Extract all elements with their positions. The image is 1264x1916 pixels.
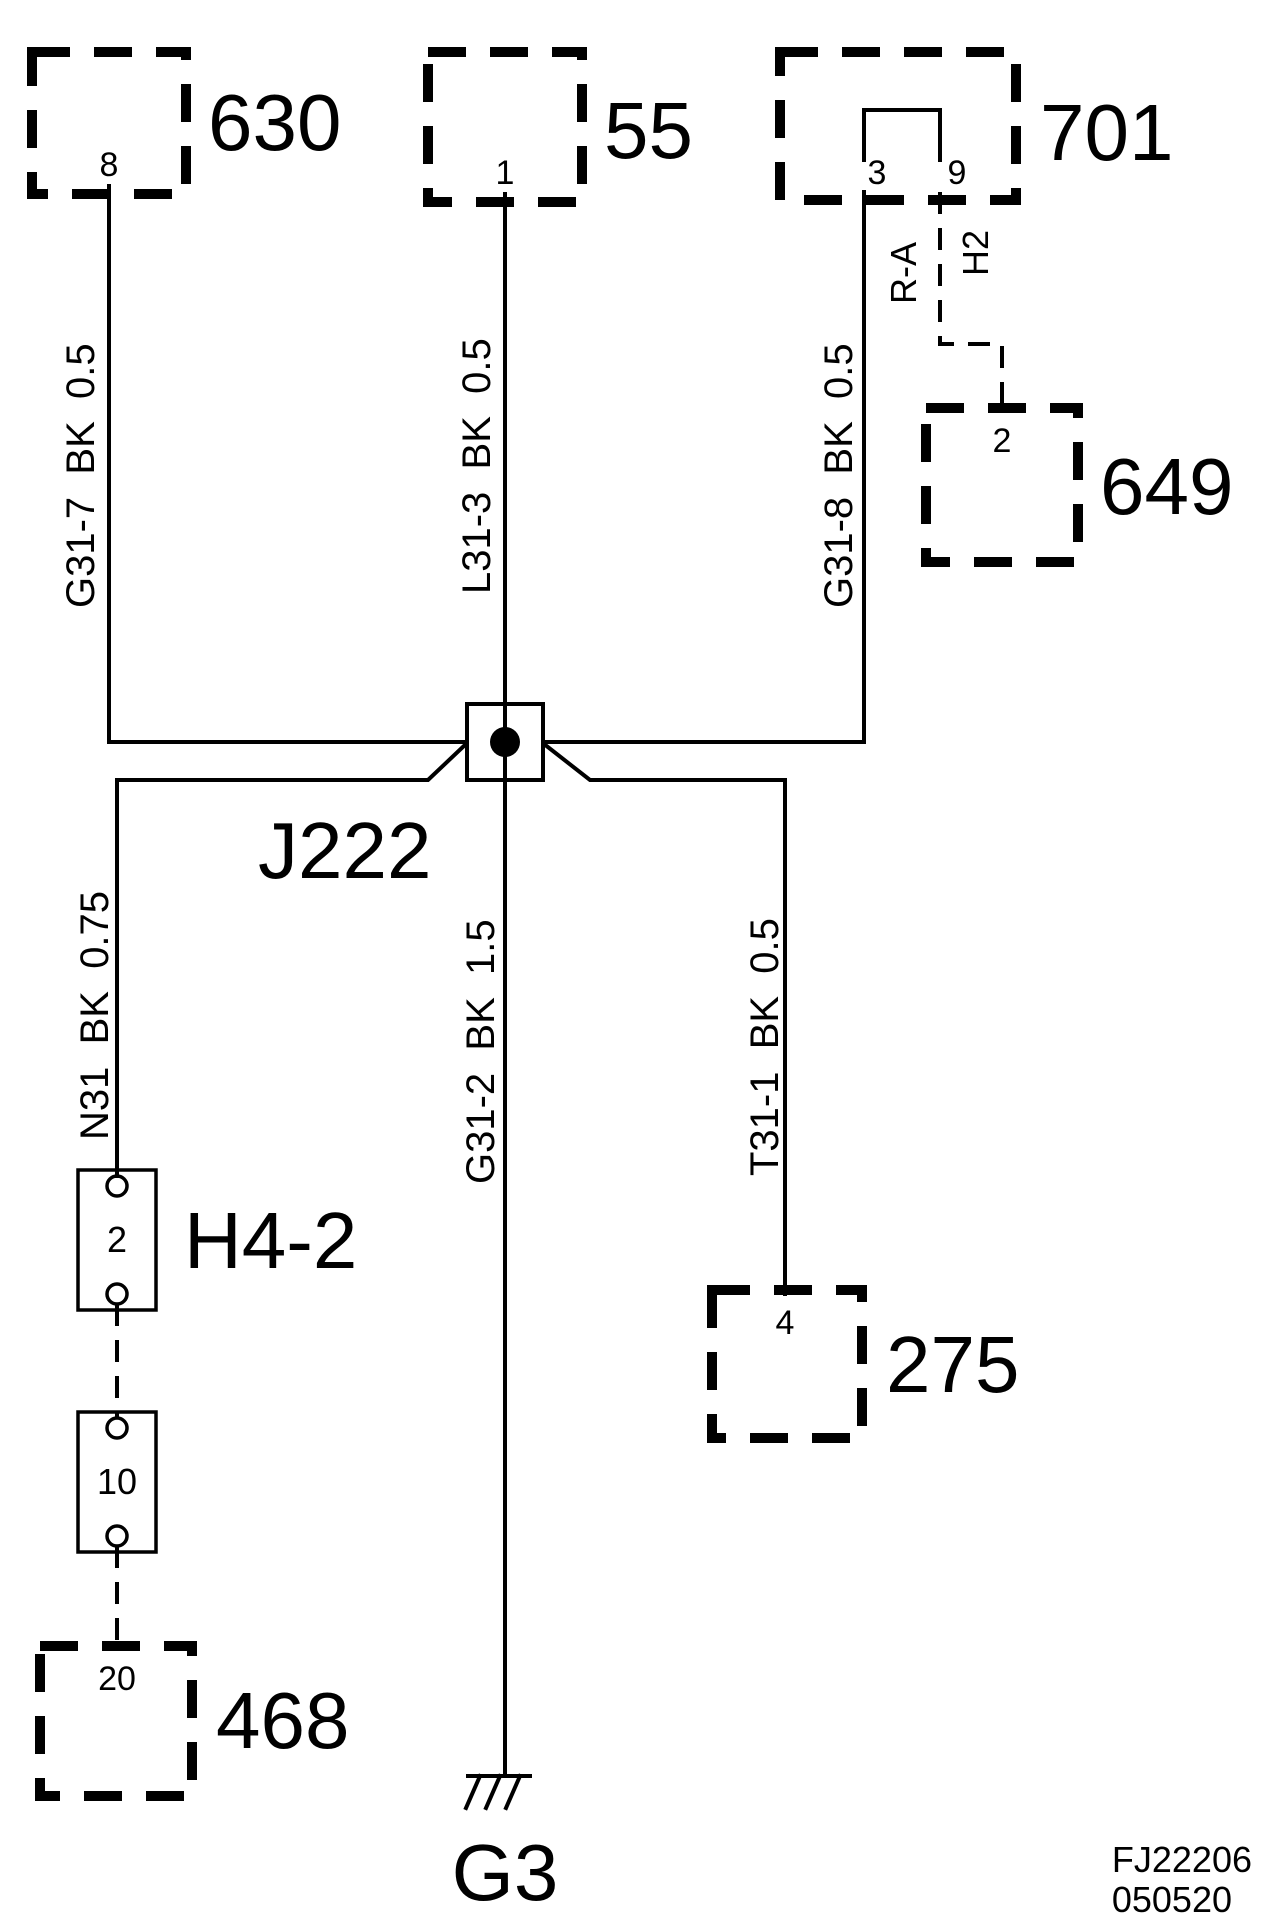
reference-date: 050520 xyxy=(1112,1879,1232,1916)
bus-lower-right xyxy=(541,741,787,782)
splice-label: J222 xyxy=(258,806,431,895)
connector-275[interactable]: 4 275 xyxy=(707,1285,1019,1443)
connector-649[interactable]: 2 649 xyxy=(921,403,1233,567)
connector-55-label: 55 xyxy=(604,86,693,175)
connector-701[interactable]: 3 9 701 xyxy=(775,47,1173,205)
connector-275-pin: 4 xyxy=(776,1304,795,1342)
wire-h2[interactable] xyxy=(938,192,1004,412)
wire-label-h2: H2 xyxy=(955,230,996,276)
wire-label-r-a: R-A xyxy=(883,242,924,304)
connector-55-pin: 1 xyxy=(496,154,515,192)
connector-630-label: 630 xyxy=(208,78,341,167)
connector-468-label: 468 xyxy=(216,1676,349,1765)
ground-label: G3 xyxy=(452,1828,559,1916)
splice-dot xyxy=(490,727,520,757)
connector-468[interactable]: 20 468 xyxy=(35,1641,349,1801)
connector-649-label: 649 xyxy=(1100,442,1233,531)
ground-tick xyxy=(483,1773,503,1811)
connector-55[interactable]: 1 55 xyxy=(423,47,693,207)
wire-label-55: L31-3 BK 0.5 xyxy=(455,338,499,594)
h4-2-pin-bottom: 10 xyxy=(97,1461,137,1502)
wire-label-ground: G31-2 BK 1.5 xyxy=(459,919,503,1184)
wire-label-275: T31-1 BK 0.5 xyxy=(743,918,787,1176)
connector-701-label: 701 xyxy=(1040,88,1173,177)
connector-630[interactable]: 8 630 xyxy=(27,47,341,199)
wire-label-701: G31-8 BK 0.5 xyxy=(817,343,861,608)
connector-701-pin-9: 9 xyxy=(948,154,967,192)
h4-2-pin-top: 2 xyxy=(107,1219,127,1260)
ground-g3[interactable]: G3 xyxy=(452,1773,559,1916)
inline-connector-h4-2[interactable]: 2 10 H4-2 xyxy=(76,1168,357,1554)
connector-468-pin: 20 xyxy=(98,1660,136,1698)
splice-j222[interactable]: J222 xyxy=(258,702,545,895)
connector-701-pin-3: 3 xyxy=(868,154,887,192)
wire-label-h4-2: N31 BK 0.75 xyxy=(73,891,117,1140)
h4-2-label: H4-2 xyxy=(184,1196,357,1285)
wire-701-loop xyxy=(862,108,942,162)
bus-lower-left xyxy=(115,741,469,782)
connector-649-pin: 2 xyxy=(993,422,1012,460)
wiring xyxy=(107,108,1004,1774)
reference-code: FJ22206 xyxy=(1112,1839,1252,1880)
wire-label-630: G31-7 BK 0.5 xyxy=(59,343,103,608)
ground-tick xyxy=(463,1773,483,1811)
connector-630-pin: 8 xyxy=(100,146,119,184)
ground-tick xyxy=(503,1773,523,1811)
connector-275-label: 275 xyxy=(886,1320,1019,1409)
